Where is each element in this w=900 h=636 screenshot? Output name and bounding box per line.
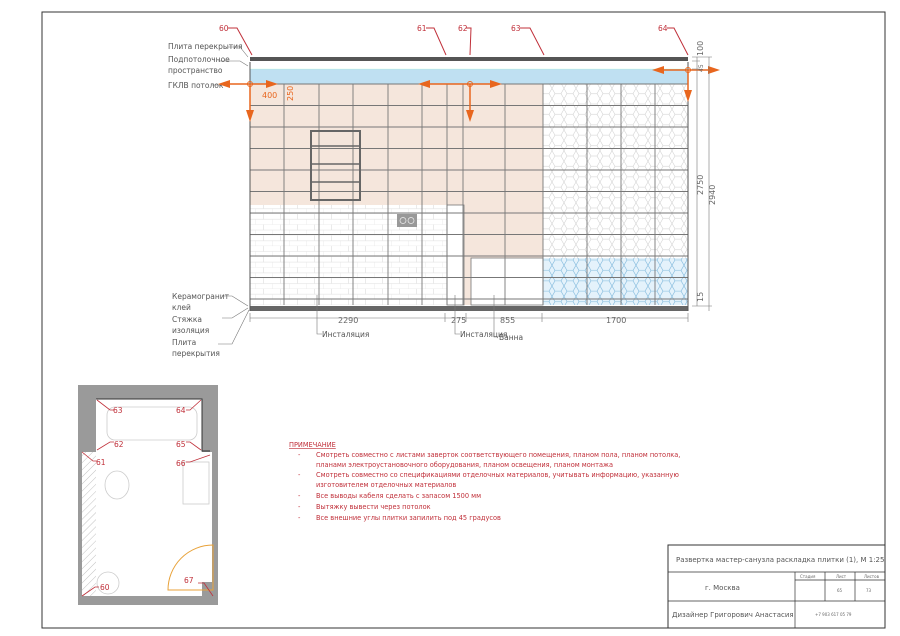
svg-text:15: 15 xyxy=(696,292,705,302)
svg-text:2290: 2290 xyxy=(338,316,358,325)
svg-text:67: 67 xyxy=(184,576,194,585)
svg-text:планами электроустановочного о: планами электроустановочного оборудовани… xyxy=(316,461,613,469)
svg-text:Плита: Плита xyxy=(172,338,196,347)
svg-text:2750: 2750 xyxy=(696,175,705,195)
bottom-dimensions: 2290 275 855 1700 Инсталяция Инсталяция … xyxy=(249,295,689,342)
svg-text:Все внешние углы плитки запили: Все внешние углы плитки запилить под 45 … xyxy=(316,514,501,522)
socket xyxy=(397,214,417,227)
svg-text:пространство: пространство xyxy=(168,66,223,75)
title-block: Развертка мастер-санузла раскладка плитк… xyxy=(667,544,886,629)
svg-text:Стадия: Стадия xyxy=(800,574,816,579)
svg-text:перекрытия: перекрытия xyxy=(172,349,220,358)
svg-text:64: 64 xyxy=(176,406,186,415)
svg-text:-: - xyxy=(298,514,301,522)
towel-rail xyxy=(310,130,361,201)
sheet-title: Развертка мастер-санузла раскладка плитк… xyxy=(676,556,884,564)
plan-bidet xyxy=(104,470,130,500)
svg-text:-: - xyxy=(298,471,301,479)
svg-text:-: - xyxy=(298,492,301,500)
tile-width-dim: 400 xyxy=(262,91,277,100)
marker-64: 64 xyxy=(658,24,668,33)
plan-door xyxy=(167,544,214,591)
svg-text:1700: 1700 xyxy=(606,316,626,325)
hex-blue-tile-area xyxy=(543,258,688,305)
svg-text:60: 60 xyxy=(100,583,110,592)
notes: ПРИМЕЧАНИЕ - Смотреть совместно с листами… xyxy=(289,441,680,522)
svg-text:45: 45 xyxy=(698,64,705,72)
right-dimensions: 100 45 2750 2940 15 xyxy=(692,41,717,311)
svg-text:Смотреть совместно со специфик: Смотреть совместно со спецификациями отд… xyxy=(316,471,679,479)
svg-text:Листов: Листов xyxy=(864,574,880,579)
svg-text:Ванна: Ванна xyxy=(499,333,523,342)
layer-labels: Плита перекрытия Подпотолочное пространс… xyxy=(168,42,250,358)
svg-text:62: 62 xyxy=(114,440,124,449)
svg-text:Лист: Лист xyxy=(836,574,847,579)
plan-toilet xyxy=(96,571,120,595)
ceiling-slab xyxy=(250,57,688,61)
svg-text:изготовителем отделочных матер: изготовителем отделочных материалов xyxy=(316,481,456,489)
plan-sink xyxy=(182,461,210,505)
marker-62: 62 xyxy=(458,24,468,33)
plan-bathtub xyxy=(106,406,198,441)
svg-text:ГКЛВ потолок: ГКЛВ потолок xyxy=(168,81,224,90)
section-markers: 60 61 62 63 64 xyxy=(219,24,689,56)
wall-elevation xyxy=(249,57,689,311)
svg-text:63: 63 xyxy=(113,406,123,415)
svg-text:Стяжка: Стяжка xyxy=(172,315,202,324)
svg-text:2940: 2940 xyxy=(708,185,717,205)
svg-text:Керамогранит: Керамогранит xyxy=(172,292,230,301)
marker-63: 63 xyxy=(511,24,521,33)
bathtub xyxy=(470,257,544,306)
floor-slab xyxy=(250,306,688,311)
phone: +7 903 617 05 79 xyxy=(815,612,852,617)
svg-text:Инсталяция: Инсталяция xyxy=(460,330,507,339)
svg-text:-: - xyxy=(298,451,301,459)
svg-text:Смотреть совместно с листами з: Смотреть совместно с листами заверток со… xyxy=(316,451,680,459)
svg-text:клей: клей xyxy=(172,303,191,312)
svg-text:61: 61 xyxy=(96,458,106,467)
designer: Дизайнер Григорович Анастасия xyxy=(672,611,794,619)
svg-text:Все выводы кабеля сделать с за: Все выводы кабеля сделать с запасом 1500… xyxy=(316,492,481,500)
svg-text:Подпотолочное: Подпотолочное xyxy=(168,55,230,64)
notes-title: ПРИМЕЧАНИЕ xyxy=(289,441,336,449)
sheet-number: 65 xyxy=(837,588,843,593)
svg-text:изоляция: изоляция xyxy=(172,326,209,335)
svg-text:100: 100 xyxy=(696,41,705,56)
floor-plan: 63 64 62 65 61 66 60 67 xyxy=(78,385,218,605)
sheet-count: 73 xyxy=(866,588,872,593)
svg-text:Инсталяция: Инсталяция xyxy=(322,330,369,339)
city: г. Москва xyxy=(705,584,740,592)
svg-text:Вытяжку вывести через потолок: Вытяжку вывести через потолок xyxy=(316,503,431,511)
axis-arrows xyxy=(218,66,720,122)
marker-60: 60 xyxy=(219,24,229,33)
svg-text:66: 66 xyxy=(176,459,186,468)
svg-text:Плита перекрытия: Плита перекрытия xyxy=(168,42,243,51)
svg-text:65: 65 xyxy=(176,440,186,449)
svg-text:-: - xyxy=(298,503,301,511)
svg-text:275: 275 xyxy=(451,316,466,325)
installation-box xyxy=(446,204,465,306)
svg-text:855: 855 xyxy=(500,316,515,325)
marker-61: 61 xyxy=(417,24,427,33)
tile-height-dim: 250 xyxy=(286,86,295,101)
sheet-frame xyxy=(41,11,886,629)
